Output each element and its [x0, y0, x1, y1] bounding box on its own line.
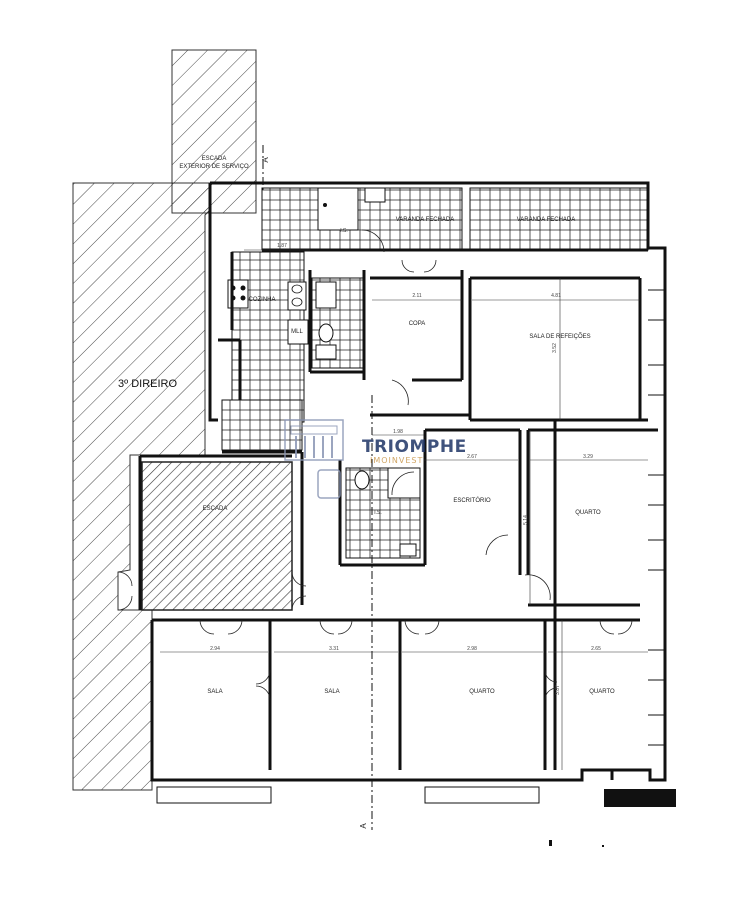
window-recesses — [648, 289, 666, 746]
dim-sala-refeicoes-v: 3.52 — [552, 343, 558, 353]
label-sala-refeicoes: SALA DE REFEIÇÕES — [529, 333, 590, 340]
dim-hall: 1.98 — [393, 429, 403, 435]
corridor-tiles — [221, 399, 303, 451]
label-3-direiro: 3º DIREIRO — [118, 378, 177, 390]
stairwell-hatch — [141, 461, 293, 611]
logo-watermark: TRIOMPHE IMOINVEST — [284, 419, 467, 499]
washing-machine — [287, 319, 309, 345]
label-sala-1: SALA — [207, 689, 222, 695]
balcony-bottom-right — [424, 786, 540, 804]
label-is-mid: I.S. — [374, 510, 382, 516]
exterior-wall-bottom — [150, 620, 612, 782]
sink-bowl — [291, 297, 303, 307]
label-quarto-b2: QUARTO — [589, 689, 615, 695]
label-is-top: I.S. — [340, 228, 348, 234]
label-varanda-1: VARANDA FECHADA — [396, 217, 455, 223]
burner-icon — [240, 285, 246, 291]
dim-quarto-b2: 2.65 — [591, 646, 601, 652]
label-quarto-right: QUARTO — [575, 510, 601, 516]
label-escada-exterior: ESCADA — [202, 156, 227, 162]
dimension-lines — [160, 249, 648, 770]
logo-name: TRIOMPHE — [362, 437, 467, 457]
exterior-wall — [210, 181, 667, 782]
toilet-mid — [354, 470, 370, 490]
balcony-bottom-left — [156, 786, 272, 804]
bidet — [315, 281, 337, 309]
dim-quarto-b1: 2.98 — [467, 646, 477, 652]
scale-mark — [549, 840, 552, 846]
interior-walls — [138, 248, 658, 770]
logo-tagline: IMOINVEST — [370, 456, 423, 465]
label-copa: COPA — [409, 321, 426, 327]
sink-bowl — [291, 284, 303, 294]
balcony-left-tiles — [261, 187, 463, 251]
burner-icon — [240, 295, 246, 301]
exterior-stair-hatch — [171, 49, 257, 214]
dim-sala-2: 3.31 — [329, 646, 339, 652]
legend-block — [604, 789, 676, 807]
toilet-top — [318, 323, 334, 343]
dim-copa: 2.11 — [412, 293, 422, 299]
bathtub — [317, 187, 359, 231]
door-swings — [117, 229, 633, 701]
label-quarto-b1: QUARTO — [469, 689, 495, 695]
building-icon — [284, 419, 344, 499]
label-varanda-2: VARANDA FECHADA — [517, 217, 576, 223]
washbasin-mid — [399, 543, 417, 557]
dim-escritorio: 2.67 — [467, 454, 477, 460]
scale-dot — [602, 845, 604, 847]
section-marker-bottom: A — [359, 823, 368, 829]
shower-tray — [387, 467, 421, 499]
dim-quarto-right-v: 5.14 — [523, 515, 529, 525]
balcony-right-tiles — [469, 187, 649, 251]
dim-quarto-b2-v: 3.87 — [555, 685, 561, 695]
label-sala-2: SALA — [324, 689, 339, 695]
label-escada: ESCADA — [203, 506, 228, 512]
dim-sala-refeicoes: 4.81 — [551, 293, 561, 299]
dim-sala-1: 2.94 — [210, 646, 220, 652]
label-mll: MLL — [291, 329, 303, 335]
label-cozinha: COZINHA — [249, 297, 276, 303]
washbasin-is — [315, 344, 337, 360]
exterior-wall-left — [208, 183, 218, 422]
tap-icon — [323, 203, 327, 207]
dim-quarto-right: 3.29 — [583, 454, 593, 460]
label-escritorio: ESCRITÓRIO — [453, 497, 491, 504]
section-marker-top: A — [261, 157, 270, 163]
label-escada-exterior-2: EXTERIOR DE SERVIÇO — [179, 164, 249, 170]
dim-cozinha-top: 1.87 — [277, 243, 287, 249]
washbasin-top — [364, 187, 386, 203]
shower-door — [391, 471, 415, 496]
